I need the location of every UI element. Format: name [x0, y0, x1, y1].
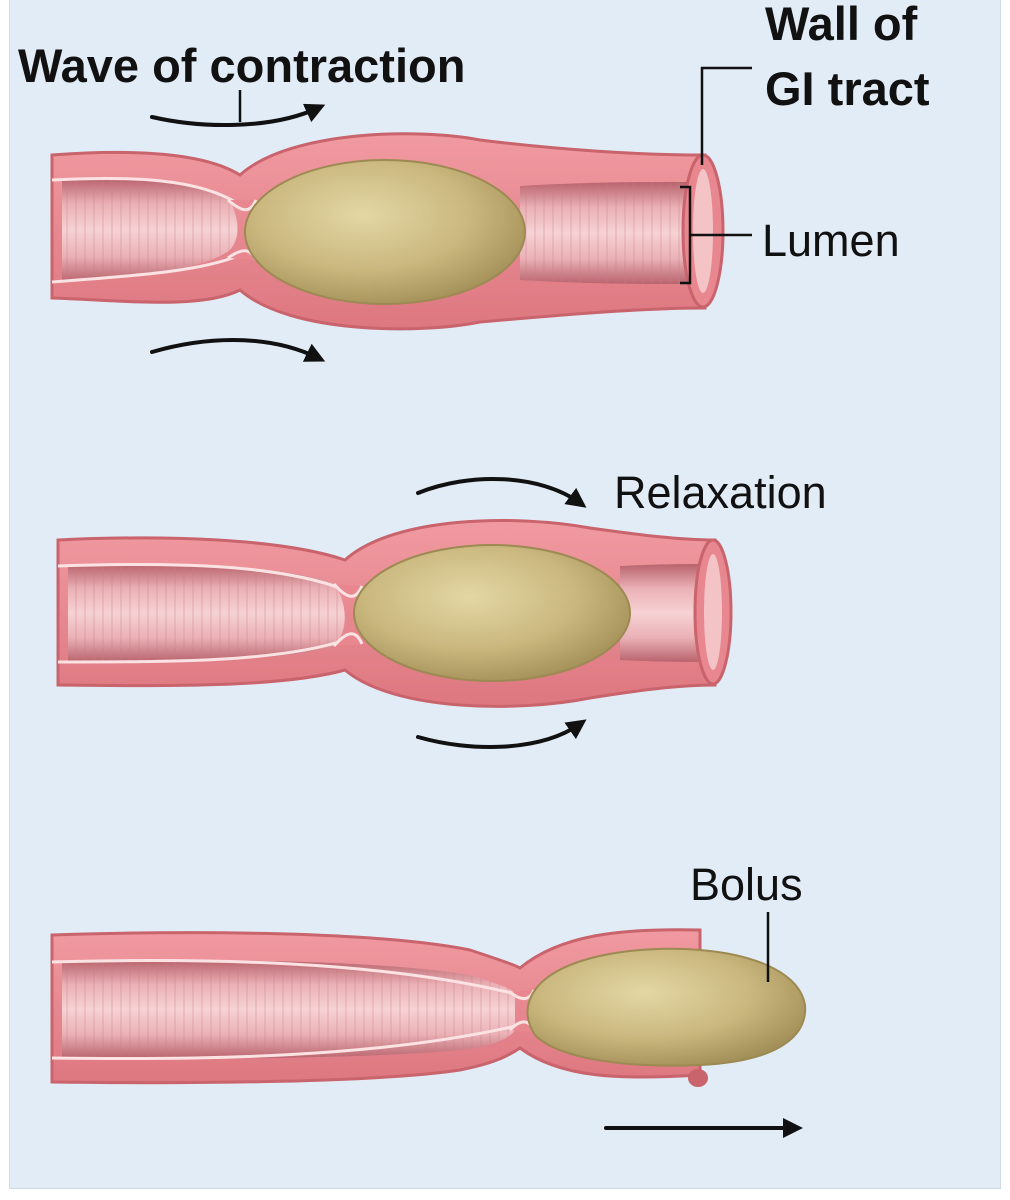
- wall-of-gi-tract-label-line2: GI tract: [765, 62, 930, 115]
- bolus-2: [353, 544, 631, 682]
- relaxation-label: Relaxation: [614, 467, 827, 518]
- tube-stage-2: [56, 519, 733, 708]
- tube-stage-3: [50, 928, 807, 1087]
- contraction-arrow-bottom: [150, 338, 326, 362]
- wall-of-gi-tract-label-line1: Wall of: [765, 0, 918, 50]
- bolus-1: [244, 159, 526, 305]
- bolus-label: Bolus: [690, 859, 803, 910]
- bolus-3: [526, 947, 807, 1067]
- lumen-label: Lumen: [762, 215, 900, 266]
- wave-of-contraction-label: Wave of contraction: [18, 39, 466, 92]
- arrows: [150, 103, 803, 1138]
- leader-lines: [238, 66, 770, 982]
- wall-leader: [700, 66, 752, 165]
- contraction-arrow-top: [150, 103, 326, 128]
- lumen-bracket: [680, 185, 752, 285]
- relaxation-arrow-top: [416, 476, 587, 508]
- tube-stage-1: [50, 132, 725, 331]
- relaxation-arrow-bottom: [416, 719, 587, 749]
